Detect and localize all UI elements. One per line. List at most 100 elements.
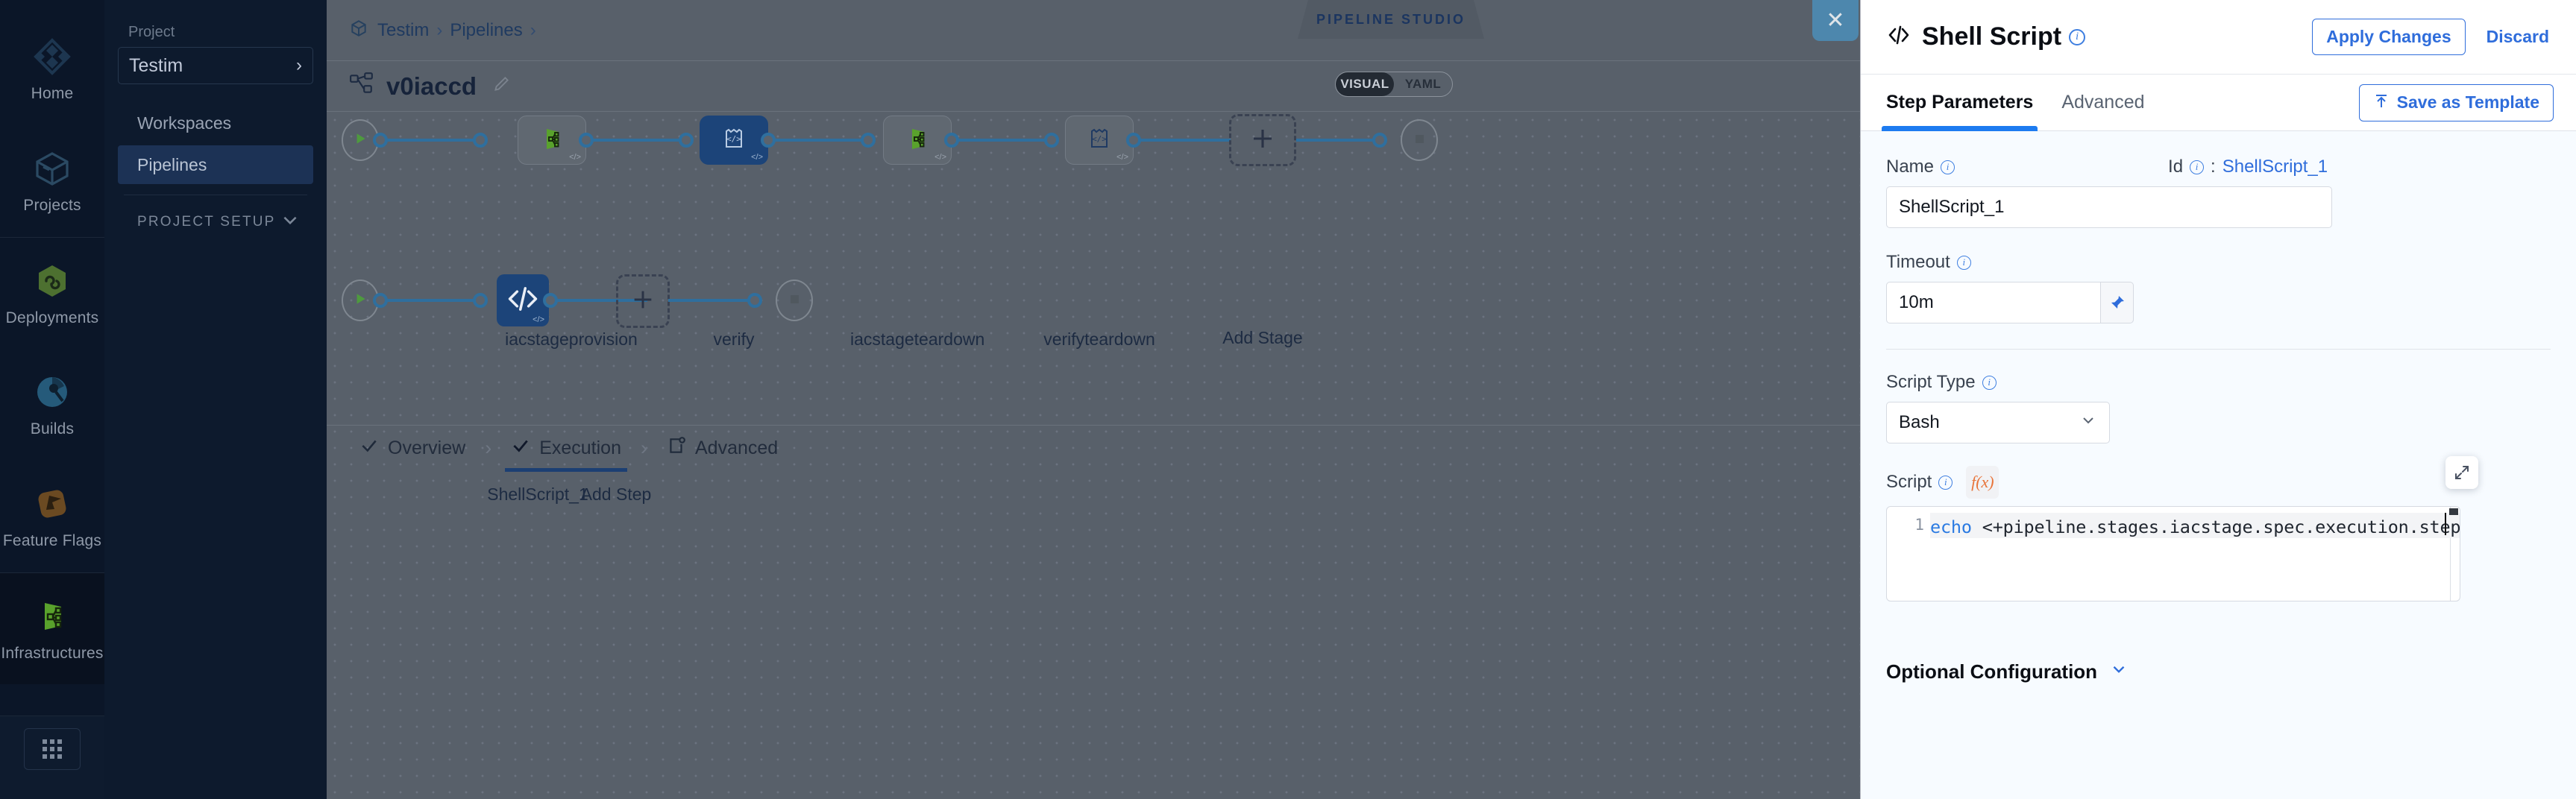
- stage-type-code-icon: </>: [934, 153, 946, 162]
- save-as-template-button[interactable]: Save as Template: [2358, 83, 2554, 121]
- step-node-shellscript-1[interactable]: </>: [497, 274, 549, 326]
- flag-icon: [31, 483, 73, 525]
- script-type-select[interactable]: Bash: [1886, 402, 2110, 443]
- drawer-title: Shell Script: [1922, 22, 2062, 51]
- stage-type-code-icon: </>: [1116, 153, 1128, 162]
- timeout-input[interactable]: 10m: [1886, 282, 2101, 323]
- stage-node-verify[interactable]: </> </>: [700, 116, 768, 165]
- timeout-field-label: Timeout i: [1886, 252, 2551, 273]
- project-nav-panel: Project Testim › Workspaces Pipelines PR…: [104, 0, 327, 799]
- breadcrumb-item-project[interactable]: Testim: [377, 19, 430, 40]
- toggle-option-visual[interactable]: VISUAL: [1336, 72, 1394, 96]
- script-field-label: Script i f(x): [1886, 466, 2551, 499]
- name-input[interactable]: ShellScript_1: [1886, 186, 2332, 228]
- code-keyword: echo: [1930, 517, 1972, 537]
- rail-item-label: Builds: [30, 420, 75, 438]
- stage-connector: [1138, 139, 1231, 142]
- project-setup-section[interactable]: PROJECT SETUP: [118, 206, 313, 239]
- pipeline-canvas: Testim › Pipelines › PIPELINE STUDIO v0i…: [327, 0, 1860, 799]
- expression-fx-icon[interactable]: f(x): [1966, 466, 1999, 499]
- info-icon[interactable]: i: [2190, 160, 2205, 174]
- save-as-template-label: Save as Template: [2396, 92, 2539, 112]
- step-port: [473, 293, 488, 308]
- add-step-button[interactable]: [616, 274, 670, 328]
- apps-launcher[interactable]: [0, 716, 104, 799]
- pin-icon[interactable]: [2101, 282, 2134, 323]
- stop-icon: [1412, 131, 1427, 150]
- script-type-field-label: Script Type i: [1886, 372, 2551, 393]
- breadcrumb-separator: ›: [436, 19, 443, 40]
- play-icon: [352, 291, 368, 311]
- cube-icon: [31, 148, 73, 189]
- info-icon[interactable]: i: [1982, 375, 1997, 390]
- info-icon[interactable]: i: [2069, 28, 2086, 45]
- tab-advanced[interactable]: Advanced: [2061, 92, 2145, 113]
- id-label: Id: [2168, 157, 2184, 177]
- stage-type-code-icon: </>: [569, 153, 581, 162]
- info-icon[interactable]: i: [1956, 255, 1971, 270]
- add-stage-button[interactable]: [1229, 114, 1296, 166]
- rail-item-home[interactable]: Home: [0, 13, 104, 125]
- apply-changes-button[interactable]: Apply Changes: [2312, 19, 2466, 55]
- id-value[interactable]: ShellScript_1: [2222, 157, 2328, 177]
- check-icon: [511, 436, 530, 461]
- stage-node-iacstageteardown[interactable]: </>: [883, 116, 952, 165]
- drawer-body: Name i Id i : ShellScript_1 ShellScript_…: [1861, 131, 2576, 684]
- rail-item-infrastructures[interactable]: Infrastructures: [0, 572, 104, 684]
- tab-execution[interactable]: Execution: [497, 426, 635, 472]
- stage-connector: [773, 139, 864, 142]
- stage-port: [1044, 133, 1059, 148]
- rail-item-label: Projects: [23, 197, 81, 214]
- rail-item-label: Infrastructures: [1, 644, 104, 662]
- info-icon[interactable]: i: [1938, 475, 1953, 490]
- rail-item-feature-flags[interactable]: Feature Flags: [0, 461, 104, 572]
- discard-button[interactable]: Discard: [2486, 27, 2549, 46]
- chevron-right-icon: ›: [296, 55, 302, 75]
- plus-icon: [1249, 125, 1276, 156]
- stage-connector: [1296, 139, 1375, 142]
- tab-advanced[interactable]: Advanced: [653, 426, 791, 472]
- stage-node-iacstageprovision[interactable]: </>: [518, 116, 586, 165]
- svg-text:</>: </>: [1092, 134, 1107, 144]
- rail-item-label: Home: [31, 85, 74, 102]
- step-type-code-icon: </>: [533, 315, 544, 324]
- optional-configuration-toggle[interactable]: Optional Configuration: [1886, 660, 2551, 684]
- cube-icon: [349, 19, 368, 42]
- expand-icon[interactable]: [2445, 456, 2478, 489]
- rail-item-projects[interactable]: Projects: [0, 125, 104, 237]
- sidebar-item-pipelines[interactable]: Pipelines: [118, 145, 313, 184]
- breadcrumb-item-pipelines[interactable]: Pipelines: [450, 19, 523, 40]
- tab-label: Execution: [539, 438, 621, 458]
- info-icon[interactable]: i: [1941, 160, 1955, 174]
- canvas-dot-grid: [327, 112, 1860, 799]
- stage-label: iacstageteardown: [850, 329, 985, 349]
- section-divider: [1886, 349, 2551, 350]
- rail-item-deployments[interactable]: Deployments: [0, 237, 104, 349]
- visual-yaml-toggle[interactable]: VISUAL YAML: [1335, 72, 1453, 97]
- infinity-hex-icon: [31, 260, 73, 302]
- step-port: [747, 293, 762, 308]
- infrastructure-icon: [537, 124, 567, 157]
- close-drawer-button[interactable]: ✕: [1812, 0, 1859, 41]
- pencil-icon[interactable]: [491, 75, 511, 98]
- script-editor[interactable]: 1 echo <+pipeline.stages.iacstage.spec.e…: [1886, 506, 2460, 601]
- editor-scrollbar-thumb[interactable]: [2449, 508, 2458, 515]
- script-label: Script: [1886, 472, 1932, 492]
- editor-scrollbar[interactable]: [2449, 508, 2458, 599]
- stage-label: verifyteardown: [1043, 329, 1155, 349]
- toggle-option-yaml[interactable]: YAML: [1404, 77, 1442, 91]
- stage-node-verifyteardown[interactable]: </> </>: [1065, 116, 1134, 165]
- sidebar-item-workspaces[interactable]: Workspaces: [118, 104, 313, 142]
- stage-label: verify: [713, 329, 755, 349]
- project-selector[interactable]: Testim ›: [118, 47, 313, 84]
- tab-overview[interactable]: Overview: [346, 426, 479, 472]
- script-type-label: Script Type: [1886, 372, 1976, 392]
- optional-configuration-label: Optional Configuration: [1886, 660, 2098, 683]
- svg-text:</>: </>: [726, 134, 741, 144]
- script-type-value: Bash: [1899, 412, 1940, 432]
- tab-step-parameters[interactable]: Step Parameters: [1881, 75, 2038, 131]
- rail-item-builds[interactable]: Builds: [0, 349, 104, 461]
- step-connector: [555, 299, 647, 302]
- apps-grid-icon[interactable]: [24, 728, 81, 770]
- build-pie-icon: [31, 371, 73, 413]
